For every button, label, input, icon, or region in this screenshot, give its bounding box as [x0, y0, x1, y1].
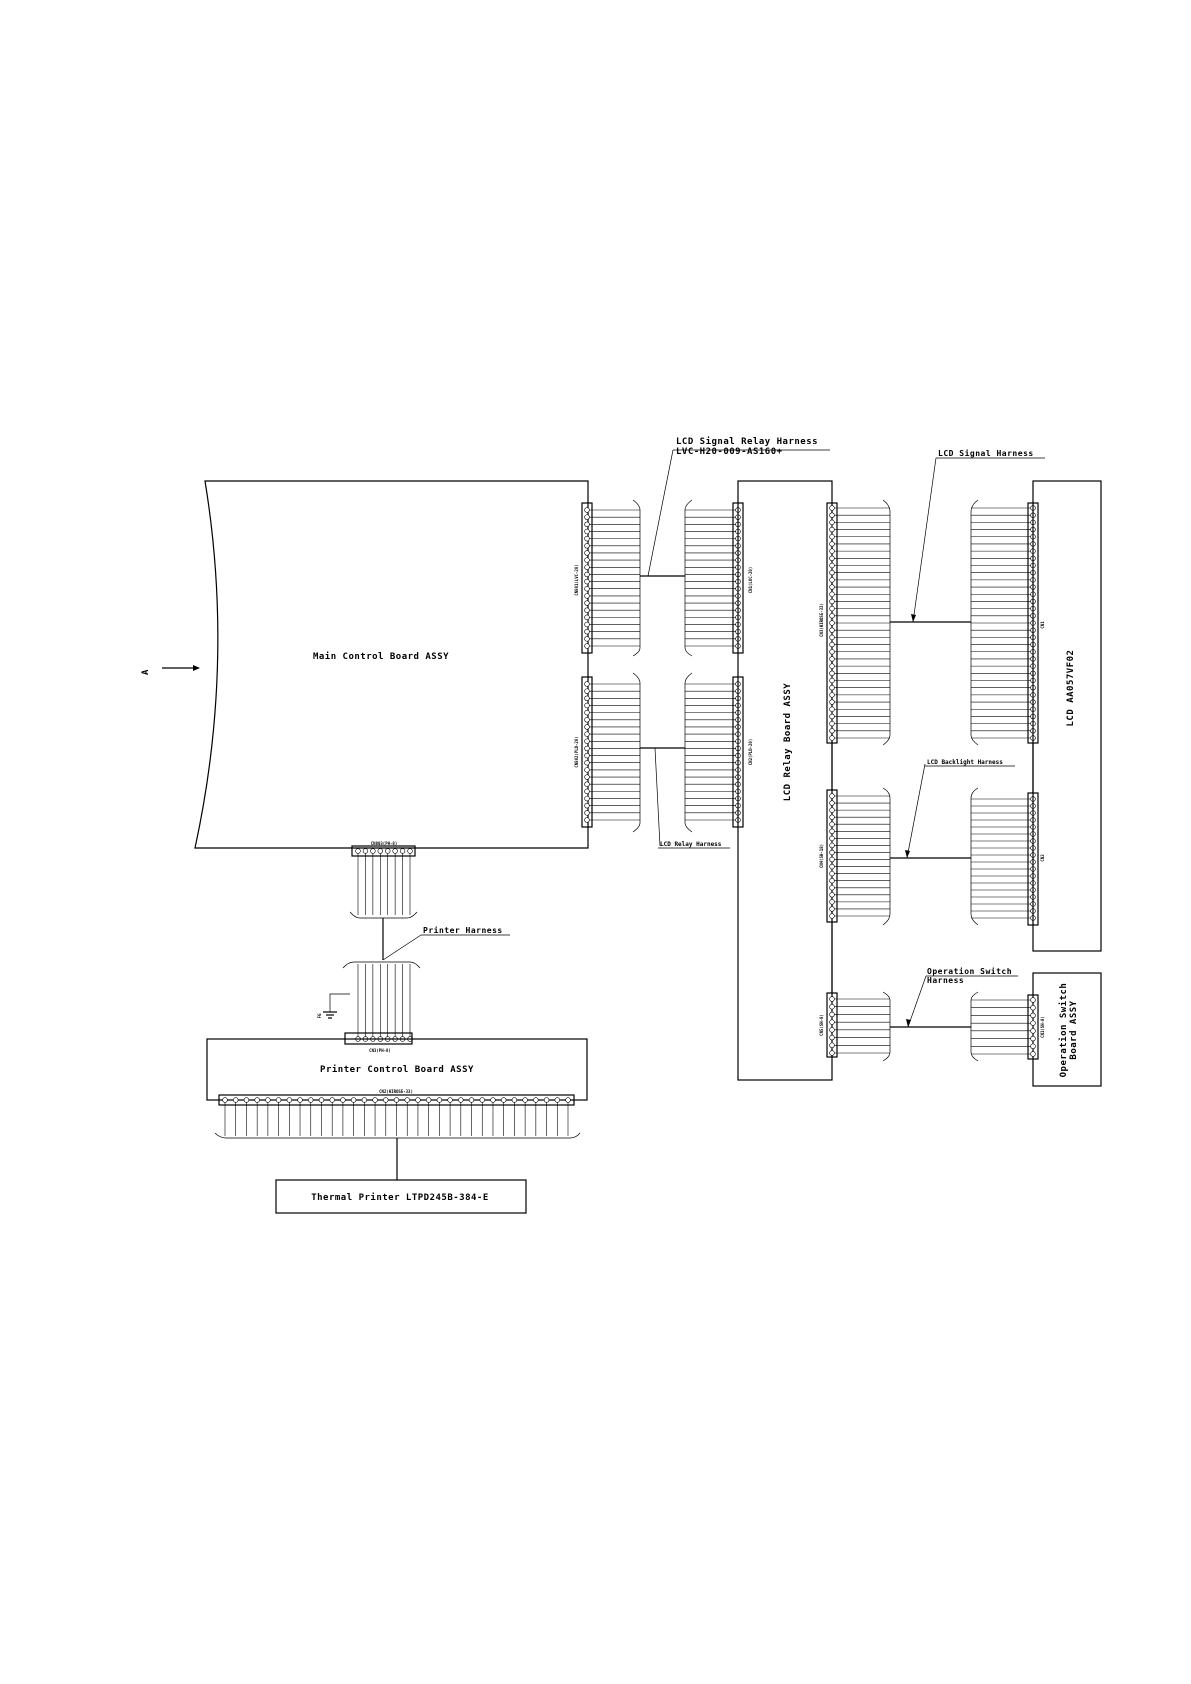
- main-control-board: [194, 480, 589, 849]
- operation-switch-harness-leader: [907, 975, 927, 1028]
- arrow-a-head: [193, 665, 200, 671]
- printer-cn3-connector: CN3(PH-8): [344, 1032, 413, 1053]
- relay-cn3-label: CN3(HIROSE-33): [819, 603, 824, 637]
- relay-cn5-connector: CN5(SH-8): [819, 992, 838, 1058]
- operation-switch-harness-label-2: Harness: [927, 976, 964, 985]
- lcd-backlight-harness: [882, 787, 979, 926]
- lcd-relay-harness-label: LCD Relay Harness: [660, 841, 722, 848]
- lcd-signal-relay-harness-label: LCD Signal Relay Harness: [676, 436, 818, 447]
- lcd-cn2-label: CN2: [1040, 854, 1045, 862]
- main-board-label: Main Control Board ASSY: [313, 651, 449, 662]
- cn802-label: CN802(PLD-20): [574, 736, 579, 767]
- printer-harness-leader: [382, 934, 422, 961]
- lcd-signal-relay-leader: [647, 449, 674, 577]
- relay-cn1-connector: CN1(LVC-20): [732, 502, 753, 654]
- relay-cn1-label: CN1(LVC-20): [748, 567, 753, 594]
- lcd-signal-harness: [882, 499, 979, 746]
- relay-cn2-label: CN2(PLD-20): [748, 739, 753, 766]
- printer-board-label: Printer Control Board ASSY: [320, 1064, 474, 1075]
- printer-harness-label: Printer Harness: [423, 925, 503, 935]
- lcd-relay-harness-leader: [654, 747, 661, 847]
- op-cn1-connector: CN1(SH-8): [1027, 994, 1045, 1060]
- fg-wire: [329, 993, 350, 1012]
- cn803-label: CN803(PH-8): [371, 841, 398, 846]
- main-cn801-connector: CN801(LVC-20): [574, 502, 593, 654]
- thermal-printer-label: Thermal Printer LTPD245B-384-E: [311, 1192, 489, 1203]
- relay-cn2-connector: CN2(PLD-20): [732, 676, 753, 828]
- lcd-signal-relay-part-label: LVC-H20-009-AS160+: [676, 447, 783, 457]
- lcd-signal-relay-harness: [632, 499, 693, 657]
- operation-switch-harness: [882, 991, 979, 1062]
- thermal-printer: [275, 1179, 527, 1214]
- lcd-relay-harness: [632, 672, 693, 833]
- lcd-backlight-harness-label: LCD Backlight Harness: [927, 759, 1003, 766]
- lcd-backlight-harness-leader: [906, 763, 926, 859]
- lcd-signal-harness-label: LCD Signal Harness: [938, 448, 1034, 458]
- lcd-relay-board-label: LCD Relay Board ASSY: [783, 683, 793, 801]
- relay-cn4-label: CN4(SH-18): [819, 844, 824, 868]
- fg-label: FG: [317, 1013, 322, 1018]
- operation-switch-harness-label-1: Operation Switch: [927, 966, 1012, 976]
- lcd-signal-harness-leader: [912, 457, 937, 623]
- main-cn802-connector: CN802(PLD-20): [574, 676, 593, 828]
- lcd-label: LCD AA057VF02: [1066, 650, 1076, 727]
- arrow-a-label: A: [141, 669, 151, 675]
- lcd-panel: [1032, 480, 1102, 952]
- printer-cn3-label: CN3(PH-8): [369, 1048, 391, 1053]
- operation-switch-board-label-1: Operation Switch: [1058, 983, 1069, 1078]
- operation-switch-board-label-2: Board ASSY: [1069, 1000, 1079, 1059]
- cn801-label: CN801(LVC-20): [574, 564, 579, 595]
- relay-cn5-label: CN5(SH-8): [819, 1014, 824, 1036]
- printer-cn2-label: CN2(HIROSE-33): [379, 1089, 413, 1094]
- lcd-cn1-label: CN1: [1040, 621, 1045, 629]
- op-cn1-label: CN1(SH-8): [1040, 1016, 1045, 1038]
- main-cn803-connector: CN803(PH-8): [351, 841, 416, 857]
